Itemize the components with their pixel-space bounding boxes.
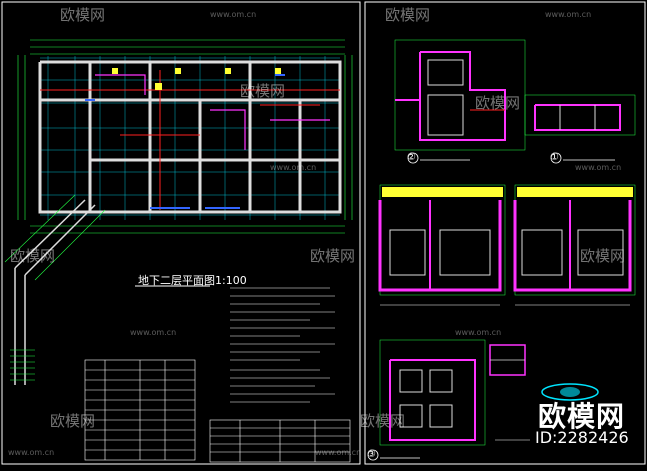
watermark-url-3: www.om.cn — [270, 163, 317, 172]
top-dimension-lines — [17, 39, 353, 234]
section-a — [378, 184, 506, 306]
section-b — [513, 184, 636, 306]
left-sheet-frame — [1, 1, 361, 465]
watermark-brand-9: 欧模网 — [360, 412, 406, 430]
notes-block — [230, 287, 335, 403]
schedule-table — [209, 419, 351, 463]
asset-id: ID:2282426 — [535, 428, 629, 447]
section-label-3: ③ — [367, 449, 376, 460]
plan-title: 地下二层平面图1:100 — [138, 274, 247, 287]
brand-logo-text: 欧模网 — [538, 400, 626, 433]
section-label-1: ① — [550, 152, 559, 163]
watermark-url-4: www.om.cn — [575, 163, 622, 172]
watermark-url-7: www.om.cn — [8, 448, 55, 457]
red-axis-lines — [40, 70, 340, 210]
ramp-diagonal — [14, 199, 96, 385]
watermark-brand-3: 欧模网 — [240, 82, 286, 100]
detail-2-plan — [394, 39, 526, 164]
plan-walls — [38, 60, 342, 214]
ramp-dimensions — [4, 194, 106, 281]
watermark-brand-6: 欧模网 — [310, 247, 356, 265]
brand-logo-icon — [541, 383, 599, 401]
floor-plan — [4, 39, 353, 385]
watermark-url-2: www.om.cn — [545, 10, 592, 19]
detail-1-plan — [524, 94, 636, 164]
detail-3-plan — [367, 339, 486, 461]
watermark-brand-4: 欧模网 — [475, 94, 521, 112]
watermark-brand-8: 欧模网 — [50, 412, 96, 430]
grid-axes — [40, 56, 340, 220]
magenta-pipes — [95, 74, 330, 150]
watermark-brand-7: 欧模网 — [580, 247, 626, 265]
watermark-url-1: www.om.cn — [210, 10, 257, 19]
watermark-brand-2: 欧模网 — [385, 6, 431, 24]
yellow-markers — [112, 68, 281, 90]
stair-hatching — [10, 349, 35, 381]
watermark-url-6: www.om.cn — [455, 328, 502, 337]
watermark-url-5: www.om.cn — [130, 328, 177, 337]
right-sheet-frame — [364, 1, 646, 465]
detail-small-right — [489, 344, 530, 441]
watermark-brand-5: 欧模网 — [10, 247, 56, 265]
section-label-2: ② — [407, 152, 416, 163]
watermark-url-8: www.om.cn — [315, 448, 362, 457]
blue-equipment — [85, 74, 285, 209]
watermark-brand-1: 欧模网 — [60, 6, 106, 24]
equipment-table — [84, 359, 196, 461]
